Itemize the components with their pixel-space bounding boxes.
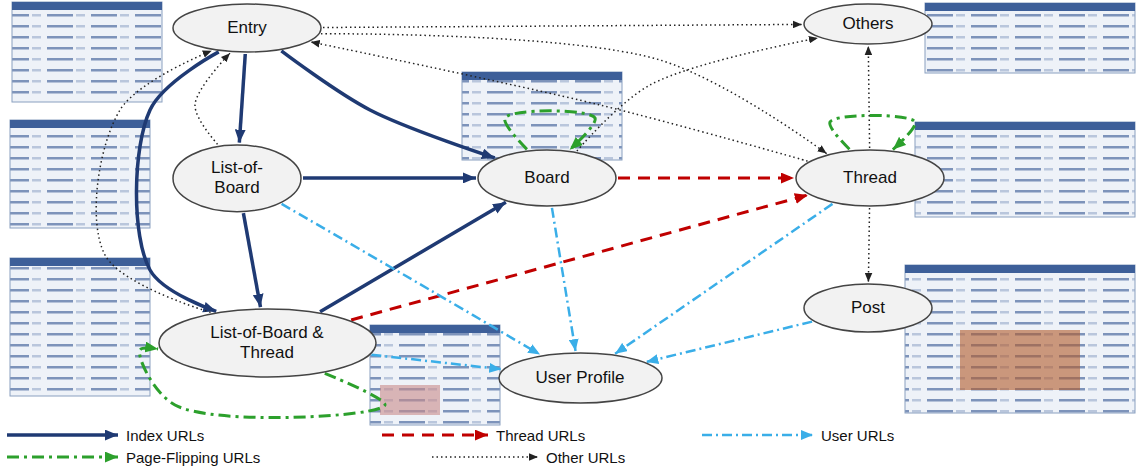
- url-connector: [646, 322, 812, 362]
- url-connector: [830, 115, 915, 149]
- legend-line: [7, 456, 118, 459]
- page-type-ellipse: Entry: [172, 3, 322, 53]
- ellipse-shape: [173, 4, 321, 52]
- forum-screenshot: [925, 3, 1135, 73]
- node-label: Board: [524, 168, 569, 188]
- forum-screenshot: [10, 120, 150, 228]
- legend-sample: [430, 447, 540, 467]
- legend-entry: Thread URLs: [380, 425, 585, 445]
- node-label: User Profile: [536, 368, 625, 388]
- legend-text: Other URLs: [546, 449, 625, 466]
- forum-screenshot: [12, 2, 162, 102]
- forum-screenshot: [370, 325, 500, 425]
- legend-line: [432, 456, 538, 458]
- url-connector: [505, 111, 596, 150]
- url-connector: [321, 34, 827, 154]
- ellipse-shape: [804, 4, 932, 44]
- page-type-ellipse: Thread: [795, 149, 945, 207]
- url-connector: [239, 54, 245, 143]
- ellipse-shape: [796, 150, 944, 206]
- page-type-ellipse: List-of-Board: [172, 144, 302, 213]
- node-label: Entry: [227, 18, 267, 38]
- url-connector: [243, 213, 260, 307]
- page-type-ellipse: User Profile: [498, 352, 663, 404]
- url-connector: [868, 208, 869, 282]
- node-label: Thread: [843, 168, 897, 188]
- url-connector: [323, 24, 802, 27]
- ellipse-shape: [478, 150, 616, 206]
- legend-line: [7, 433, 118, 437]
- legend-text: Thread URLs: [496, 427, 585, 444]
- ellipse-shape: [499, 353, 662, 403]
- legend-line: [702, 434, 813, 437]
- node-label: Others: [842, 14, 893, 34]
- url-connector: [577, 38, 818, 151]
- forum-screenshot: [462, 72, 622, 160]
- forum-screenshot: [905, 265, 1135, 413]
- legend-text: Page-Flipping URLs: [126, 449, 260, 466]
- page-type-ellipse: Board: [477, 149, 617, 207]
- url-connector: [351, 195, 808, 320]
- legend-text: User URLs: [821, 427, 894, 444]
- url-connector: [281, 51, 494, 158]
- legend-sample: [5, 447, 120, 467]
- legend-sample: [5, 425, 120, 445]
- page-type-ellipse: List-of-Board & Thread: [158, 308, 377, 378]
- legend-entry: Page-Flipping URLs: [5, 447, 260, 467]
- url-connector: [371, 355, 501, 370]
- node-label: List-of-Board: [197, 158, 277, 197]
- legend-sample: [700, 425, 815, 445]
- url-connector: [618, 177, 794, 180]
- ellipse-shape: [173, 145, 301, 212]
- legend-sample: [380, 425, 490, 445]
- url-connector: [320, 202, 506, 311]
- node-label: Post: [851, 298, 885, 318]
- forum-screenshot: [915, 122, 1135, 217]
- page-type-ellipse: Post: [803, 283, 933, 333]
- forum-screenshot: [10, 258, 150, 396]
- page-type-ellipse: Others: [803, 3, 933, 45]
- url-connector: [615, 204, 832, 354]
- legend-text: Index URLs: [126, 427, 204, 444]
- ellipse-shape: [159, 309, 376, 377]
- url-connector: [868, 46, 869, 148]
- url-connector: [552, 208, 576, 351]
- url-connector: [303, 176, 476, 180]
- url-connector: [195, 53, 230, 144]
- ellipse-shape: [804, 284, 932, 332]
- legend-entry: Other URLs: [430, 447, 625, 467]
- legend-entry: Index URLs: [5, 425, 204, 445]
- legend-line: [382, 434, 488, 437]
- legend-entry: User URLs: [700, 425, 894, 445]
- node-label: List-of-Board & Thread: [192, 323, 342, 362]
- url-connector: [311, 42, 808, 161]
